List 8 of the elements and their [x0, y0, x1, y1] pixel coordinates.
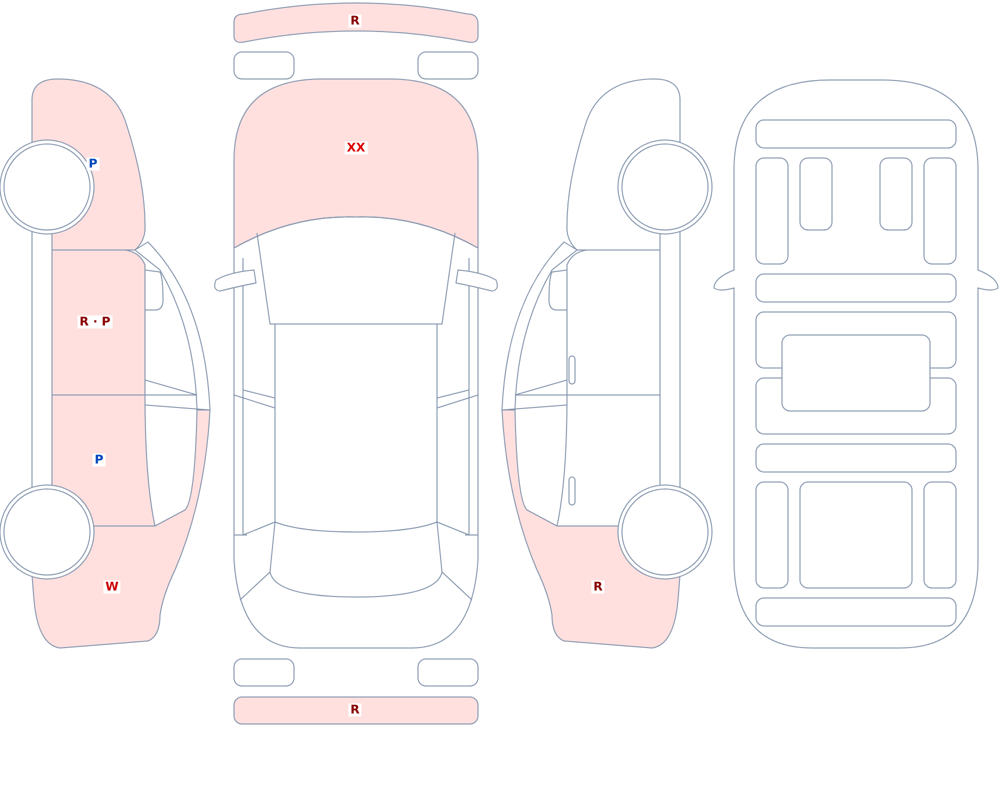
damage-code: P: [92, 454, 106, 466]
damage-code: R: [348, 14, 362, 28]
damage-code: XX: [344, 142, 368, 154]
damage-code: R · P: [78, 316, 112, 328]
damage-code: R: [591, 580, 605, 594]
damage-code: P: [86, 158, 100, 170]
damage-code: R: [348, 704, 362, 716]
damage-code: W: [103, 580, 121, 594]
